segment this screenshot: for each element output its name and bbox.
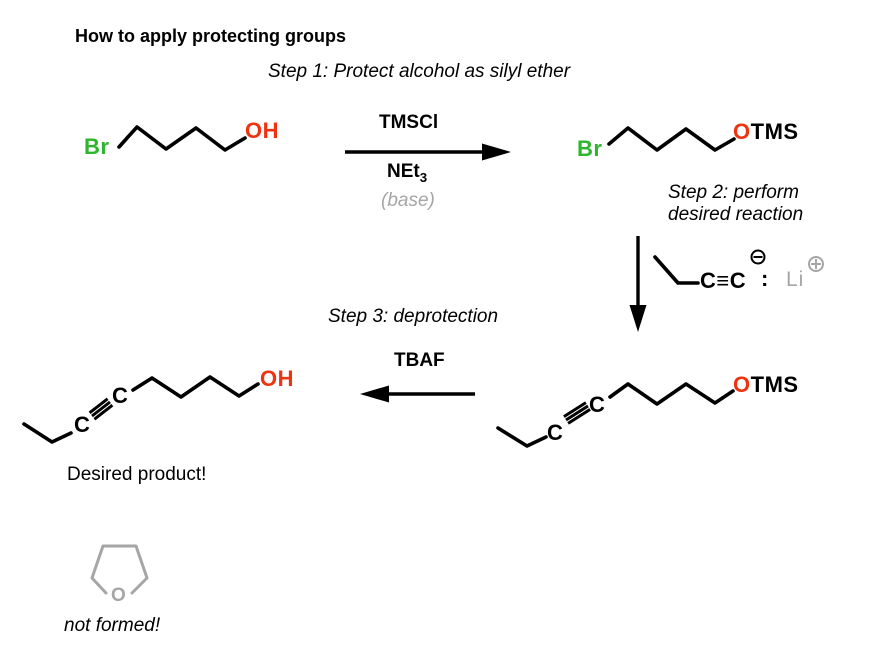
page-title: How to apply protecting groups (75, 26, 346, 46)
step3-arrow (360, 385, 475, 403)
reagent-net3-base: NEt (387, 161, 420, 182)
step2-caption: Step 2: perform desired reaction (668, 182, 803, 226)
alkyne-silyl-ether-skeleton (496, 382, 735, 448)
alkyne-alcohol-c2-label: C (112, 383, 129, 408)
acetylide-lone-pair: : (761, 266, 769, 291)
bromo-silyl-ether-o-label: O (733, 119, 751, 144)
plus-charge-icon (808, 256, 824, 272)
step2-caption-line2: desired reaction (668, 203, 804, 225)
alkyne-silyl-ether-c2-label: C (589, 392, 606, 417)
reagent-net3-subscript: 3 (419, 169, 428, 185)
bromo-alcohol-oh-label: OH (245, 118, 279, 143)
step2-arrow (629, 236, 647, 332)
alkyne-silyl-ether-c1-label: C (547, 420, 564, 445)
bromo-silyl-ether-skeleton (607, 126, 736, 152)
base-note: (base) (381, 190, 435, 211)
step3-caption: Step 3: deprotection (328, 306, 499, 327)
alkyne-alcohol-oh-label: OH (260, 366, 294, 391)
acetylide-ethyl-skeleton (653, 255, 700, 285)
step1-caption: Step 1: Protect alcohol as silyl ether (268, 61, 571, 82)
acetylide-li-label: Li (786, 268, 805, 291)
bromo-alcohol-skeleton (117, 125, 247, 152)
bromo-silyl-ether-br-label: Br (577, 136, 603, 161)
alkyne-silyl-ether-o-label: O (733, 372, 751, 397)
alkyne-silyl-ether-otms-label: OTMS (733, 372, 799, 397)
thf-ring (90, 544, 149, 595)
reagent-net3: NEt3 (387, 161, 427, 185)
not-formed-caption: not formed! (64, 615, 161, 636)
reagent-tmscl: TMSCl (379, 112, 439, 133)
acetylide-cc-label: C≡C (700, 268, 747, 293)
reagent-tbaf: TBAF (394, 350, 445, 371)
desired-product-caption: Desired product! (67, 464, 207, 485)
step1-arrow (345, 143, 511, 161)
alkyne-alcohol-c1-label: C (74, 412, 91, 437)
minus-charge-icon (750, 249, 766, 265)
step2-caption-line1: Step 2: perform (668, 182, 799, 203)
bromo-silyl-ether-tms-label: TMS (750, 119, 799, 144)
bromo-silyl-ether-otms-label: OTMS (733, 119, 799, 144)
bromo-alcohol-br-label: Br (84, 134, 110, 159)
alkyne-alcohol-skeleton (22, 375, 260, 444)
thf-o-label: O (111, 585, 126, 606)
alkyne-silyl-ether-tms-label: TMS (750, 372, 799, 397)
